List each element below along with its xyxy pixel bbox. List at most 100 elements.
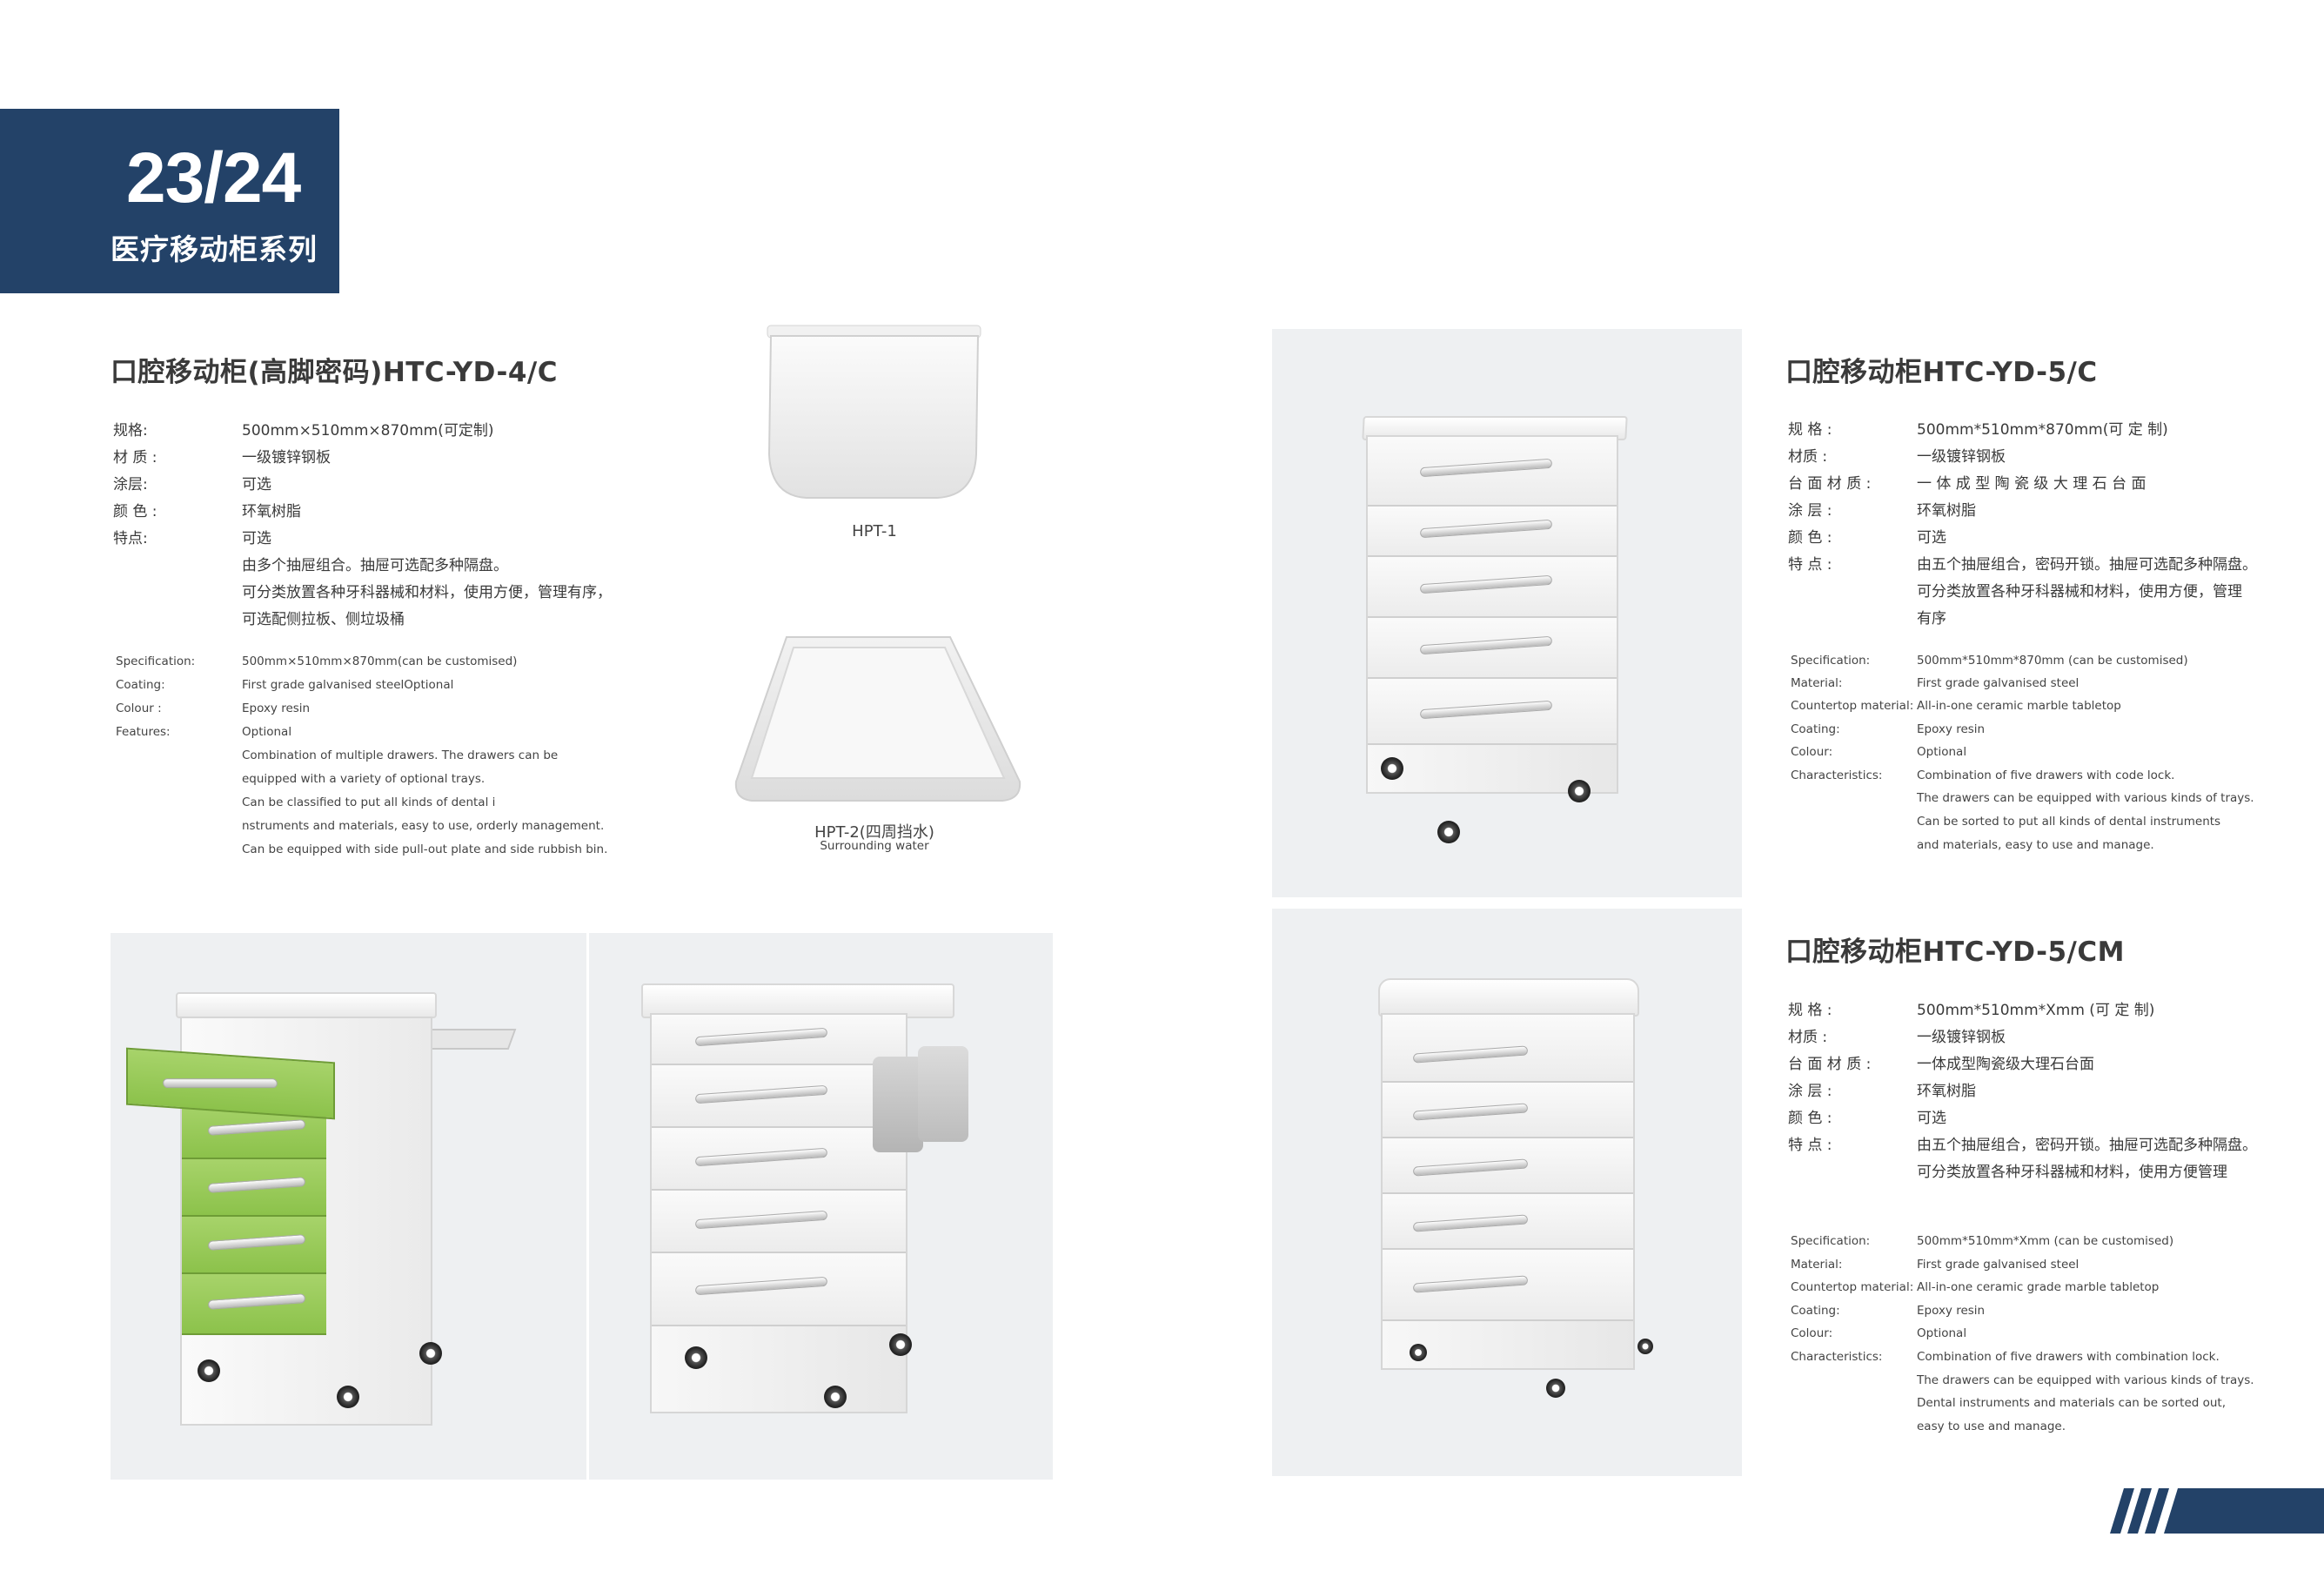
spec-value: All-in-one ceramic grade marble tabletop <box>1917 1280 2160 1294</box>
spec-key: Material: <box>1791 1258 1843 1272</box>
caster-wheel <box>685 1346 707 1369</box>
spec-value: 500mm*510mm*870mm(可 定 制) <box>1917 421 2168 439</box>
tray-hpt2-caption-en: Surrounding water <box>820 839 929 853</box>
spec-key: 台 面 材 质 : <box>1788 475 1872 493</box>
spec-key: Material: <box>1791 676 1843 690</box>
caster-wheel <box>1381 757 1403 780</box>
spec-key: 涂层: <box>113 476 148 493</box>
spec-value: Combination of five drawers with combina… <box>1917 1350 2220 1364</box>
spec-value: First grade galvanised steel <box>1917 676 2080 690</box>
cabinet-body <box>1366 435 1618 794</box>
caster-wheel <box>1410 1344 1427 1361</box>
spec-value: 一级镀锌钢板 <box>242 449 331 466</box>
spec-value: Combination of five drawers with code lo… <box>1917 769 2175 782</box>
spec-value: 可选 <box>242 530 271 547</box>
spec-key: Coating: <box>116 678 165 692</box>
spec-key: 规 格 : <box>1788 421 1832 439</box>
feature-line: Can be classified to put all kinds of de… <box>242 795 496 809</box>
header-block <box>0 109 339 293</box>
spec-value: 一级镀锌钢板 <box>1917 448 2006 466</box>
spec-value: 环氧树脂 <box>1917 502 1976 520</box>
spec-key: Features: <box>116 725 171 739</box>
feature-line: The drawers can be equipped with various… <box>1917 791 2254 805</box>
spec-value: 由五个抽屉组合，密码开锁。抽屉可选配多种隔盘。 <box>1917 1137 2257 1154</box>
spec-key: Countertop material: <box>1791 1280 1914 1294</box>
side-rubbish-bin <box>918 1046 968 1142</box>
product-c-image-panel <box>1272 909 1742 1476</box>
spec-value: Optional <box>1917 745 1967 759</box>
spec-key: 特 点 : <box>1788 1137 1832 1154</box>
page-number: 23/24 <box>126 138 301 218</box>
spec-value: Optional <box>242 725 292 739</box>
spec-key: 规 格 : <box>1788 1002 1832 1019</box>
spec-value: 可选 <box>242 476 271 493</box>
spec-key: 材质 : <box>1788 448 1828 466</box>
spec-key: 特点: <box>113 530 148 547</box>
spec-value: 500mm*510mm*Xmm (可 定 制) <box>1917 1002 2155 1019</box>
feature-line: 可选配侧拉板、侧垃圾桶 <box>242 611 405 628</box>
spec-value: 可选 <box>1917 1110 1946 1127</box>
cabinet-body <box>1381 1013 1635 1370</box>
cabinet-top <box>176 992 437 1018</box>
spec-value: First grade galvanised steelOptional <box>242 678 454 692</box>
spec-key: Specification: <box>1791 1234 1871 1248</box>
caster-wheel <box>1546 1379 1565 1398</box>
spec-value: Optional <box>1917 1326 1967 1340</box>
spec-value: 一体成型陶瓷级大理石台面 <box>1917 1056 2094 1073</box>
spec-value: 500mm*510mm*870mm (can be customised) <box>1917 654 2188 668</box>
spec-key: 规格: <box>113 422 148 440</box>
product-a-title: 口腔移动柜(高脚密码)HTC-YD-4/C <box>111 357 558 388</box>
spec-key: 涂 层 : <box>1788 1083 1832 1100</box>
spec-value: Epoxy resin <box>1917 722 1986 736</box>
caster-wheel <box>337 1386 359 1408</box>
cabinet-body <box>650 1013 907 1413</box>
product-c-title: 口腔移动柜HTC-YD-5/CM <box>1785 936 2125 968</box>
feature-line: 可分类放置各种牙科器械和材料，使用方便管理 <box>1917 1164 2227 1181</box>
spec-value: Epoxy resin <box>242 701 311 715</box>
side-rubbish-bin <box>873 1057 923 1152</box>
spec-value: 由五个抽屉组合，密码开锁。抽屉可选配多种隔盘。 <box>1917 556 2257 574</box>
spec-value: 环氧树脂 <box>242 503 301 520</box>
product-b-title: 口腔移动柜HTC-YD-5/C <box>1785 357 2098 388</box>
caster-wheel <box>889 1333 912 1356</box>
spec-key: Coating: <box>1791 722 1840 736</box>
spec-key: Characteristics: <box>1791 769 1883 782</box>
spec-key: 特 点 : <box>1788 556 1832 574</box>
cabinet-top <box>1378 978 1639 1017</box>
feature-line: 有序 <box>1917 610 1946 628</box>
spec-key: 材质 : <box>1788 1029 1828 1046</box>
series-title: 医疗移动柜系列 <box>111 232 318 266</box>
caster-wheel <box>198 1359 220 1382</box>
spec-value: 500mm×510mm×870mm(can be customised) <box>242 654 518 668</box>
feature-line: Can be equipped with side pull-out plate… <box>242 842 608 856</box>
spec-key: Countertop material: <box>1791 699 1914 713</box>
decorative-stripes <box>2110 1488 2324 1534</box>
spec-key: Specification: <box>1791 654 1871 668</box>
feature-line: nstruments and materials, easy to use, o… <box>242 819 605 833</box>
spec-value: 环氧树脂 <box>1917 1083 1976 1100</box>
spec-value: 500mm×510mm×870mm(可定制) <box>242 422 494 440</box>
spec-key: 颜 色 : <box>1788 1110 1832 1127</box>
spec-key: Characteristics: <box>1791 1350 1883 1364</box>
feature-line: 由多个抽屉组合。抽屉可选配多种隔盘。 <box>242 557 508 574</box>
spec-key: Colour: <box>1791 745 1833 759</box>
spec-value: All-in-one ceramic marble tabletop <box>1917 699 2121 713</box>
caster-wheel <box>419 1342 442 1365</box>
product-b-image-panel <box>1272 329 1742 897</box>
feature-line: 可分类放置各种牙科器械和材料，使用方便，管理 <box>1917 583 2242 601</box>
spec-key: 涂 层 : <box>1788 502 1832 520</box>
caster-wheel <box>1437 821 1460 843</box>
spec-key: Specification: <box>116 654 196 668</box>
spec-value: First grade galvanised steel <box>1917 1258 2080 1272</box>
spec-key: 材 质 : <box>113 449 157 466</box>
spec-value: 一 体 成 型 陶 瓷 级 大 理 石 台 面 <box>1917 475 2147 493</box>
spec-key: Colour : <box>116 701 162 715</box>
spec-value: 一级镀锌钢板 <box>1917 1029 2006 1046</box>
spec-key: 台 面 材 质 : <box>1788 1056 1872 1073</box>
spec-value: Epoxy resin <box>1917 1304 1986 1318</box>
spec-key: Coating: <box>1791 1304 1840 1318</box>
tray-hpt2-image <box>733 634 1022 803</box>
tray-hpt1-image <box>759 324 989 507</box>
feature-line: equipped with a variety of optional tray… <box>242 772 486 786</box>
feature-line: Combination of multiple drawers. The dra… <box>242 748 559 762</box>
